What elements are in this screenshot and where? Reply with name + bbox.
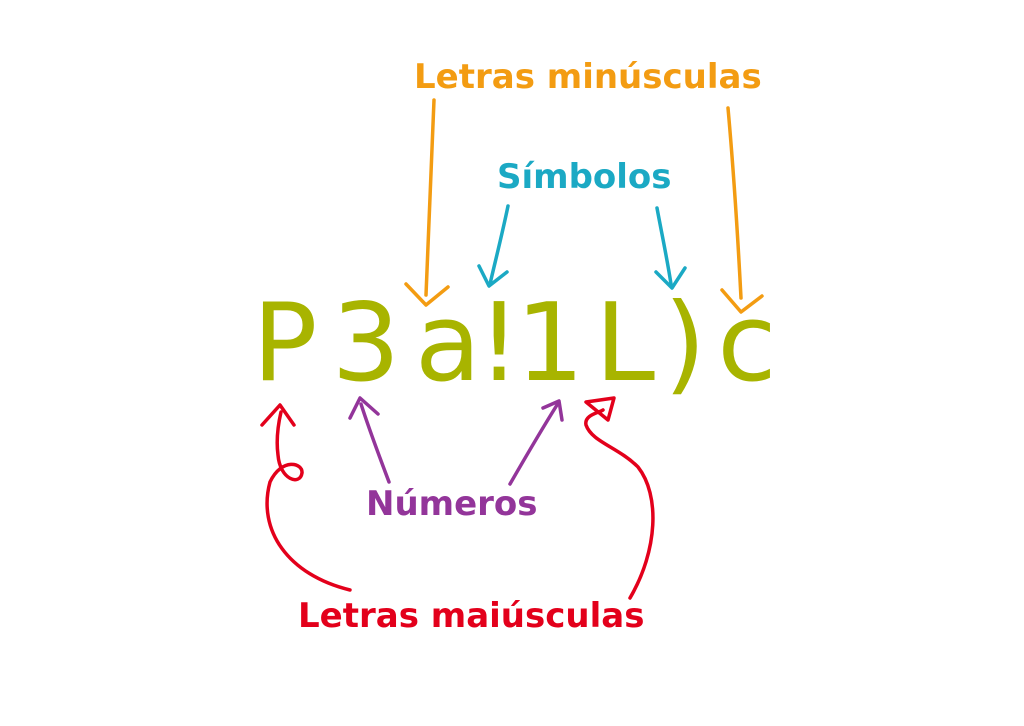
symbols-arrows bbox=[477, 204, 687, 290]
uppercase-arrow-to-P bbox=[265, 410, 352, 592]
symbols-arrow-to-paren-head bbox=[654, 266, 687, 290]
numbers-arrow-to-1-head bbox=[541, 399, 564, 422]
numbers-arrow-to-3-head bbox=[348, 396, 380, 420]
symbols-arrow-to-paren bbox=[655, 206, 673, 286]
lowercase-letters-label: Letras minúsculas bbox=[414, 57, 762, 97]
password-char-1: P bbox=[252, 281, 318, 406]
password-char-3: a bbox=[414, 281, 482, 406]
password-char-5: 1 bbox=[515, 281, 585, 406]
uppercase-arrow-to-P-head bbox=[260, 403, 296, 427]
lowercase-arrow-to-c-head bbox=[720, 288, 764, 314]
numbers-label: Números bbox=[366, 484, 538, 524]
lowercase-arrow-to-a-head bbox=[404, 282, 450, 307]
uppercase-arrow-to-L bbox=[584, 408, 655, 600]
uppercase-arrow-to-L-head bbox=[584, 396, 616, 422]
password-char-2: 3 bbox=[331, 281, 401, 406]
lowercase-arrow-to-a bbox=[424, 98, 436, 297]
symbols-arrow-to-exclamation-head bbox=[477, 264, 509, 288]
uppercase-letters-label: Letras maiúsculas bbox=[298, 596, 645, 636]
symbols-arrow-to-exclamation bbox=[488, 204, 510, 286]
numbers-arrow-to-1 bbox=[508, 403, 559, 486]
password-char-7: ) bbox=[663, 281, 707, 406]
lowercase-arrows bbox=[404, 98, 764, 314]
numbers-arrow-to-3 bbox=[359, 402, 391, 484]
password-char-4: ! bbox=[477, 281, 521, 406]
uppercase-arrows bbox=[260, 396, 655, 600]
numbers-arrows bbox=[348, 396, 564, 486]
symbols-label: Símbolos bbox=[497, 157, 672, 197]
lowercase-arrow-to-c bbox=[726, 106, 743, 300]
password-char-6: L bbox=[594, 281, 656, 406]
